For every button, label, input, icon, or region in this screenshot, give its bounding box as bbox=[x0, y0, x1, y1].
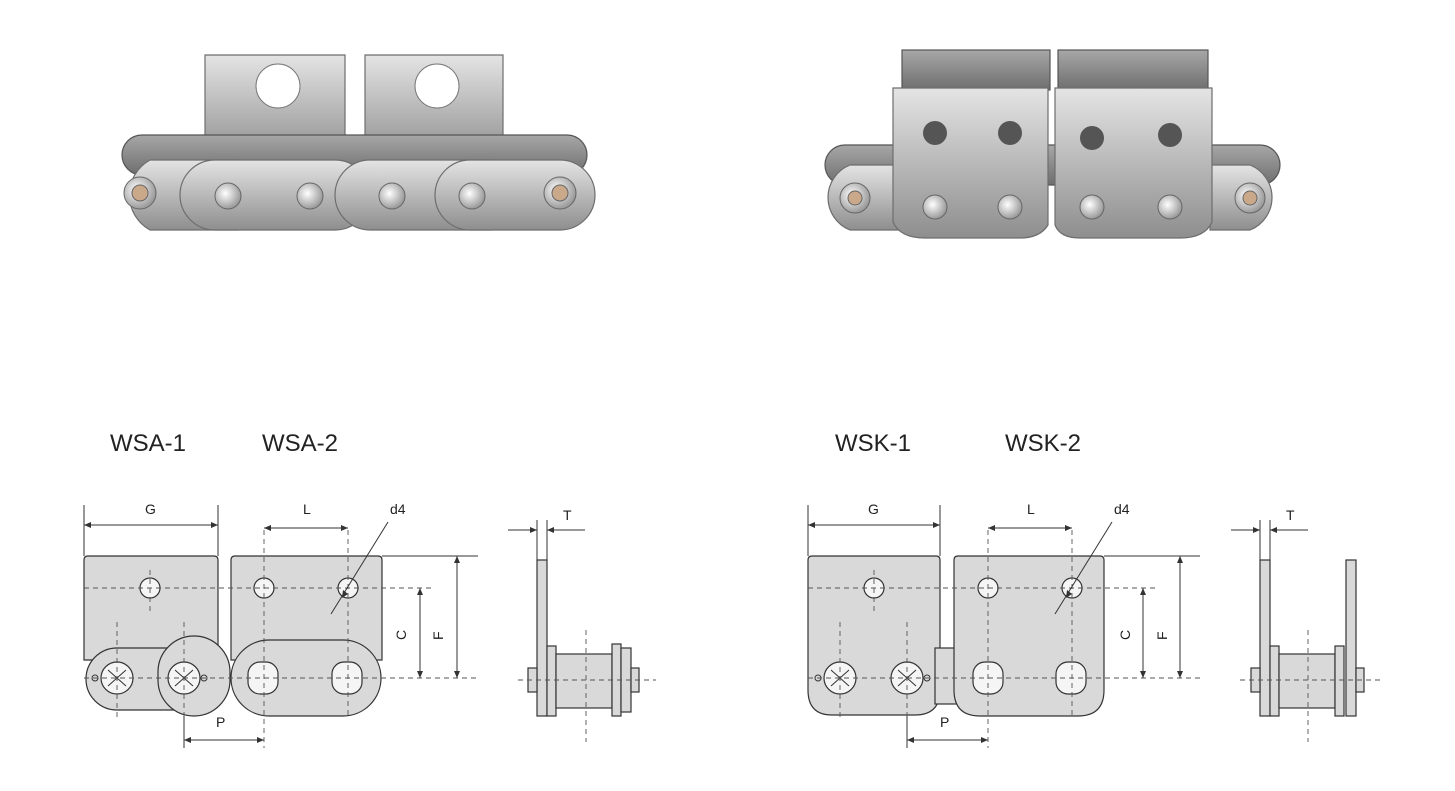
wsa-f-label: F bbox=[430, 631, 446, 640]
wsk-l-label: L bbox=[1027, 501, 1035, 517]
wsk-g-label: G bbox=[868, 501, 879, 517]
wsa-2-label: WSA-2 bbox=[262, 430, 338, 457]
wsa-d4-label: d4 bbox=[390, 501, 406, 517]
wsk-chain-photo bbox=[824, 49, 1281, 239]
wsa-1-label: WSA-1 bbox=[110, 430, 186, 457]
wsk-f-label: F bbox=[1154, 631, 1170, 640]
wsa-front-view bbox=[83, 505, 478, 748]
wsk-c-label: C bbox=[1117, 630, 1133, 640]
wsk-front-view bbox=[807, 505, 1200, 748]
wsa-side-view bbox=[508, 520, 656, 742]
wsk-t-label: T bbox=[1286, 507, 1295, 523]
wsa-c-label: C bbox=[393, 630, 409, 640]
wsk-p-label: P bbox=[940, 714, 949, 730]
wsk-side-view bbox=[1231, 520, 1382, 742]
wsk-2-label: WSK-2 bbox=[1005, 430, 1081, 457]
wsa-g-label: G bbox=[145, 501, 156, 517]
wsa-chain-photo bbox=[121, 54, 596, 231]
wsk-1-label: WSK-1 bbox=[835, 430, 911, 457]
wsa-p-label: P bbox=[216, 714, 225, 730]
wsk-d4-label: d4 bbox=[1114, 501, 1130, 517]
wsa-l-label: L bbox=[303, 501, 311, 517]
wsa-t-label: T bbox=[563, 507, 572, 523]
